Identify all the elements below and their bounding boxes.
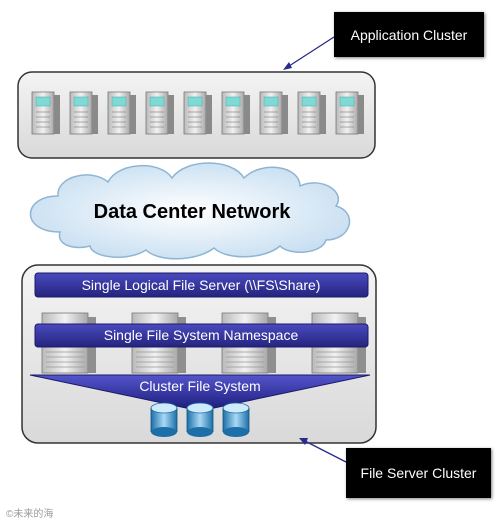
- storage-disks: [150, 402, 250, 437]
- app-server-icon: [297, 91, 326, 135]
- storage-disk-icon: [186, 402, 214, 437]
- app-server-icon: [145, 91, 174, 135]
- application-cluster-label: Application Cluster: [350, 26, 468, 43]
- application-cluster-arrow: [285, 36, 335, 69]
- application-servers: [31, 91, 364, 135]
- application-cluster-callout: Application Cluster: [334, 12, 484, 57]
- app-server-icon: [259, 91, 288, 135]
- data-center-network-cloud: Data Center Network: [29, 162, 351, 260]
- app-server-icon: [107, 91, 136, 135]
- single-logical-file-server-bar: Single Logical File Server (\\FS\Share): [34, 272, 369, 298]
- file-server-cluster-arrowhead: [299, 438, 308, 445]
- application-cluster-arrowhead: [283, 62, 292, 70]
- data-center-network-label: Data Center Network: [94, 201, 292, 223]
- cluster-file-system-funnel: Cluster File System: [29, 374, 371, 409]
- single-fs-namespace-bar: Single File System Namespace: [34, 323, 369, 348]
- file-server-cluster-label: File Server Cluster: [360, 465, 477, 481]
- single-fs-namespace-label: Single File System Namespace: [104, 327, 299, 343]
- cluster-file-system-label: Cluster File System: [139, 378, 260, 394]
- storage-disk-icon: [150, 402, 178, 437]
- app-server-icon: [69, 91, 98, 135]
- file-server-cluster-panel: [21, 264, 377, 444]
- app-server-icon: [31, 91, 60, 135]
- app-server-icon: [221, 91, 250, 135]
- storage-disk-icon: [222, 402, 250, 437]
- watermark: ©未来的海: [6, 509, 54, 520]
- app-server-icon: [183, 91, 212, 135]
- file-server-cluster-callout: File Server Cluster: [346, 448, 491, 498]
- app-server-icon: [335, 91, 364, 135]
- file-server-cluster-arrow: [302, 439, 347, 463]
- single-logical-file-server-label: Single Logical File Server (\\FS\Share): [82, 277, 321, 293]
